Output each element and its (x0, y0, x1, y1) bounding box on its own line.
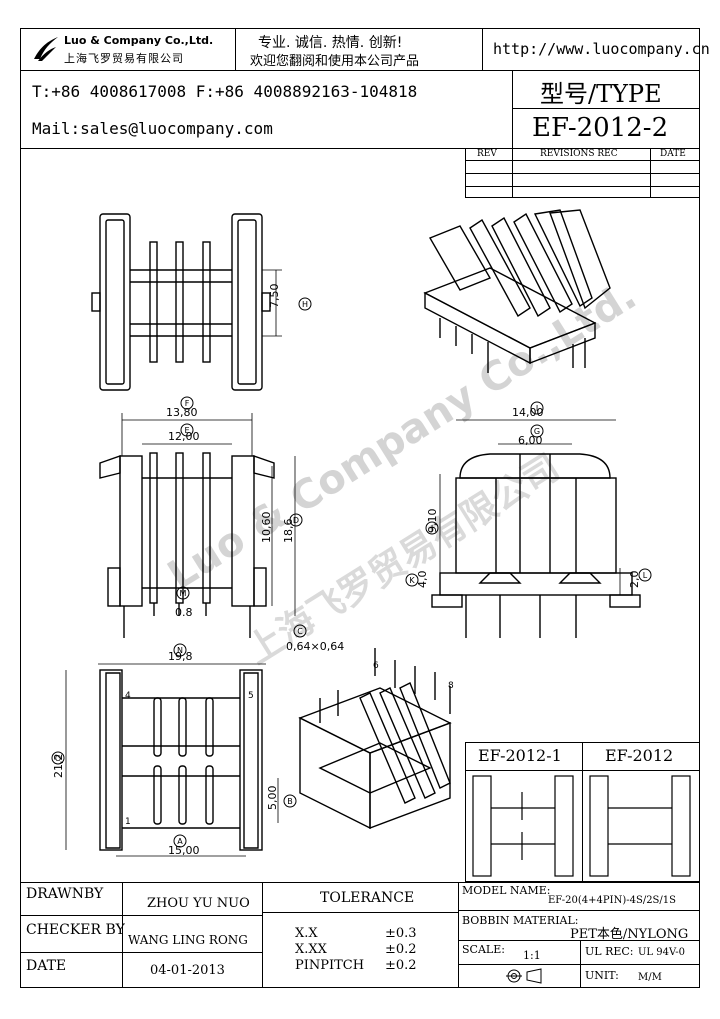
dim-0-8: 0.8 (175, 606, 193, 619)
callout-f (180, 396, 194, 410)
dim-pin-size: 0,64×0,64 (286, 640, 344, 653)
callout-m (176, 586, 190, 600)
pin-label: 8 (448, 681, 454, 691)
callout-o (51, 751, 65, 765)
company-logo-icon (34, 37, 58, 61)
bobbin-material-value: PET本色/NYLONG (570, 927, 689, 942)
callout-b (283, 794, 297, 808)
slogan-1: 专业. 诚信. 热情. 创新! (258, 35, 403, 51)
drawn-by-value: ZHOU YU NUO (147, 896, 250, 911)
pin-label: 6 (373, 661, 379, 671)
model-name-label: MODEL NAME: (462, 884, 551, 897)
phone-fax: T:+86 4008617008 F:+86 4008892163-104818 (32, 82, 418, 101)
side-view (431, 419, 641, 638)
callout-n (173, 643, 187, 657)
company-name-cn: 上海飞罗贸易有限公司 (64, 52, 184, 65)
unit-value: M/M (638, 972, 662, 983)
callout-letter: M (180, 589, 187, 598)
tol-value: ±0.2 (385, 942, 417, 957)
company-name-en: Luo & Company Co.,Ltd. (64, 34, 214, 47)
pin-label: 5 (248, 691, 254, 701)
callout-letter: C (297, 627, 303, 636)
variant-right-label: EF-2012 (605, 746, 674, 765)
tolerance-label: TOLERANCE (320, 890, 415, 906)
isometric-view-top (423, 209, 611, 373)
scale-label: SCALE: (462, 943, 505, 956)
callout-l (405, 573, 419, 587)
drawn-by-label: DRAWNBY (26, 886, 104, 902)
bobbin-material-label: BOBBIN MATERIAL: (462, 914, 579, 927)
projection-symbol-icon (506, 968, 542, 984)
callout-letter: F (185, 399, 190, 408)
isometric-view-bottom (298, 648, 452, 830)
callout-i (530, 401, 544, 415)
callout-letter: E (184, 426, 189, 435)
scale-value: 1:1 (523, 949, 541, 962)
callout-letter: O (55, 754, 61, 763)
slogan-2: 欢迎您翻阅和使用本公司产品 (250, 54, 420, 69)
date-label: DATE (26, 958, 67, 974)
tol-key: X.X (295, 926, 318, 941)
dim-4-0: 4,0 (416, 571, 429, 589)
callout-c (293, 624, 307, 638)
callout-letter: B (287, 797, 293, 806)
tol-key: X.XX (295, 942, 327, 957)
model-number: EF-2012-2 (532, 113, 669, 143)
ul-rec-label: UL REC: (585, 945, 634, 958)
callout-letter: G (534, 427, 540, 436)
bottom-view (65, 663, 279, 857)
callout-e (180, 423, 194, 437)
variant-left-label: EF-2012-1 (478, 746, 562, 765)
callout-letter: H (302, 300, 308, 309)
dim-9-10: 9,10 (426, 509, 439, 534)
callout-a (173, 834, 187, 848)
callout-letter: N (177, 646, 183, 655)
checker-value: WANG LING RONG (128, 933, 248, 947)
type-label: 型号/TYPE (540, 80, 662, 108)
callout-j (425, 521, 439, 535)
model-name-value: EF-20(4+4PIN)-4S/2S/1S (548, 895, 676, 906)
sheet-border (20, 28, 700, 988)
dim-21-2: 21,2 (52, 754, 65, 779)
dim-14-00: 14,00 (512, 406, 544, 419)
callout-k (638, 568, 652, 582)
callout-letter: D (293, 516, 299, 525)
dim-15-00: 15,00 (168, 844, 200, 857)
callout-letter: J (430, 524, 433, 533)
tol-value: ±0.3 (385, 926, 417, 941)
email-address[interactable]: Mail:sales@luocompany.com (32, 119, 273, 138)
dim-13-80: 13,80 (166, 406, 198, 419)
technical-drawing: 7,50 13,80 12,00 10,60 18,6 0.8 0,64×0,6… (51, 209, 652, 857)
ul-rec-value: UL 94V-0 (638, 947, 686, 958)
top-view (91, 213, 282, 391)
dim-7-50: 7,50 (268, 284, 281, 309)
date-value: 04-01-2013 (150, 963, 225, 978)
callout-letter: I (536, 404, 538, 413)
date-col-header: DATE (660, 149, 686, 159)
callout-letter: K (409, 576, 415, 585)
dim-2-0: 2,0 (628, 571, 641, 589)
revisions-col-header: REVISIONS REC (540, 149, 618, 159)
variant-drawings (472, 775, 691, 877)
rev-col-header: REV (477, 149, 497, 159)
dim-10-60: 10,60 (260, 512, 273, 544)
checker-label: CHECKER BY (26, 922, 125, 938)
tol-value: ±0.2 (385, 958, 417, 973)
website-link[interactable]: http://www.luocompany.cn (493, 40, 710, 58)
unit-label: UNIT: (585, 969, 619, 982)
callout-letter: A (177, 837, 183, 846)
callout-g (530, 424, 544, 438)
pin-label: 1 (125, 817, 131, 827)
dim-5-00: 5,00 (266, 786, 279, 811)
callout-letter: L (643, 571, 648, 580)
front-view (99, 413, 296, 638)
callout-d (289, 513, 303, 527)
tol-key: PINPITCH (295, 958, 365, 973)
dim-19-8: 19,8 (168, 650, 193, 663)
callout-h (298, 297, 312, 311)
pin-label: 4 (125, 691, 131, 701)
